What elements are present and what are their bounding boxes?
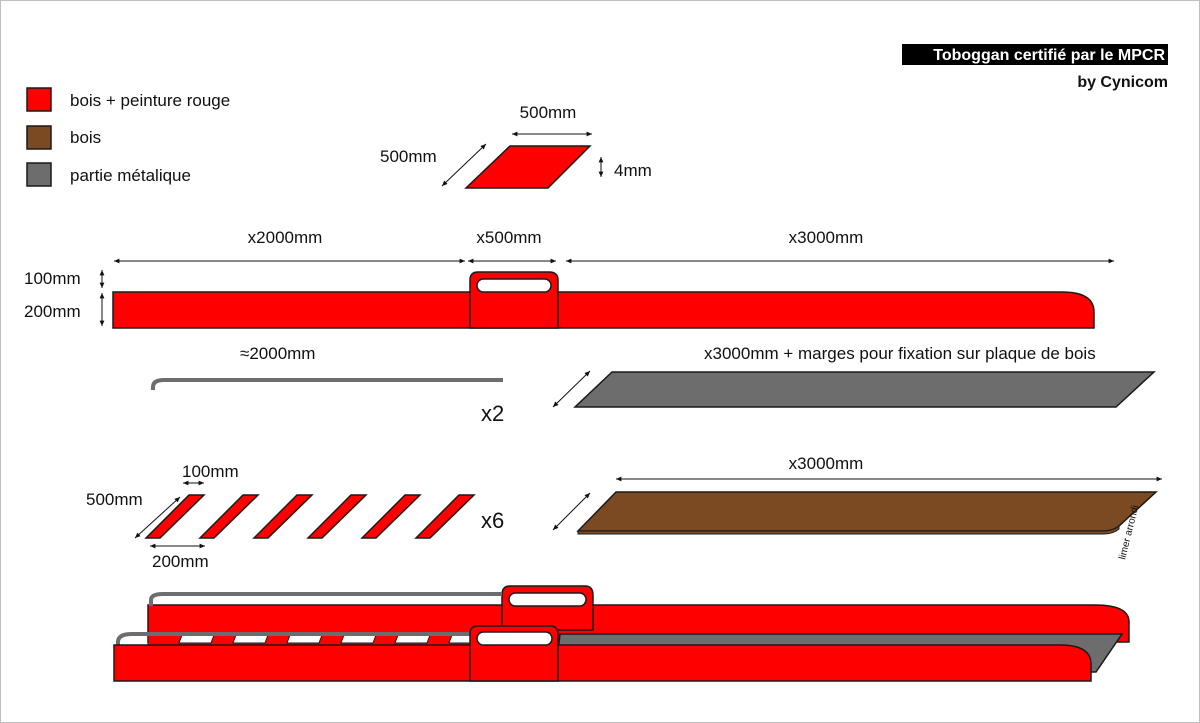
title-text: Toboggan certifié par le MPCR	[933, 47, 1165, 64]
plate-part: 500mm 500mm 4mm	[380, 103, 652, 189]
metal-count-label: x2	[481, 401, 504, 426]
rail-handle-hole	[476, 278, 552, 293]
metal-bar	[151, 378, 503, 390]
legend-label-wood: bois	[70, 128, 101, 147]
assembly-back-bar	[149, 592, 502, 606]
plate-shape	[464, 145, 592, 189]
plate-width-label: 500mm	[520, 103, 577, 122]
legend-label-metal: partie métalique	[70, 166, 191, 185]
board-depth-arrow	[552, 492, 591, 531]
rung	[144, 494, 206, 539]
rail-height-top-label: 100mm	[24, 269, 81, 288]
rail-height-bottom-label: 200mm	[24, 302, 81, 321]
rung	[414, 494, 476, 539]
rung-length-arrow	[134, 496, 181, 539]
title-block: Toboggan certifié par le MPCR by Cynicom	[902, 44, 1168, 91]
metal-parts: ≈2000mm x2 x3000mm + marges pour fixatio…	[151, 344, 1156, 426]
rung-width-label: 100mm	[182, 462, 239, 481]
board-length-label: x3000mm	[789, 454, 864, 473]
legend: bois + peinture rouge bois partie métali…	[26, 87, 230, 187]
rung-spacing-label: 200mm	[152, 552, 209, 571]
wood-board-edge	[577, 524, 1120, 535]
ladder-gap	[394, 634, 431, 644]
legend-swatch-wood	[26, 125, 52, 150]
rail-seg1-label: x2000mm	[248, 228, 323, 247]
rung	[306, 494, 368, 539]
rail-seg2-label: x500mm	[476, 228, 541, 247]
ladder-gap	[286, 634, 323, 644]
wood-board-part: x3000mm limer arrondi	[552, 454, 1162, 561]
rung-count-label: x6	[481, 508, 504, 533]
metal-sheet-label: x3000mm + marges pour fixation sur plaqu…	[704, 344, 1096, 363]
rung-length-label: 500mm	[86, 490, 143, 509]
plate-thickness-label: 4mm	[614, 161, 652, 180]
author-text: by Cynicom	[1077, 74, 1168, 91]
rung	[198, 494, 260, 539]
plate-depth-arrow	[441, 143, 487, 187]
legend-swatch-metal	[26, 162, 52, 187]
side-rail-part: x2000mm x500mm x3000mm 100mm 200mm	[24, 228, 1114, 329]
metal-sheet	[573, 371, 1156, 408]
title-background	[902, 44, 1168, 65]
rail-seg3-label: x3000mm	[789, 228, 864, 247]
legend-swatch-red-wood	[26, 87, 52, 112]
legend-label-red-wood: bois + peinture rouge	[70, 91, 230, 110]
assembly-front-bar	[116, 632, 470, 648]
ladder-gap	[232, 634, 269, 644]
assembly-front-handle-hole	[476, 631, 553, 646]
metal-bar-label: ≈2000mm	[240, 344, 315, 363]
rung	[360, 494, 422, 539]
assembly-view	[113, 585, 1130, 682]
plate-depth-label: 500mm	[380, 147, 437, 166]
ladder-gap	[178, 634, 215, 644]
metal-sheet-depth-arrow	[552, 370, 591, 408]
assembly-back-handle-hole	[508, 592, 587, 607]
wood-board	[576, 491, 1158, 532]
ladder-gap	[340, 634, 377, 644]
rung	[252, 494, 314, 539]
rail-body	[112, 291, 1095, 329]
assembly-front-rail	[113, 644, 1092, 682]
rungs-part: 100mm 500mm 200mm x6	[86, 462, 504, 571]
